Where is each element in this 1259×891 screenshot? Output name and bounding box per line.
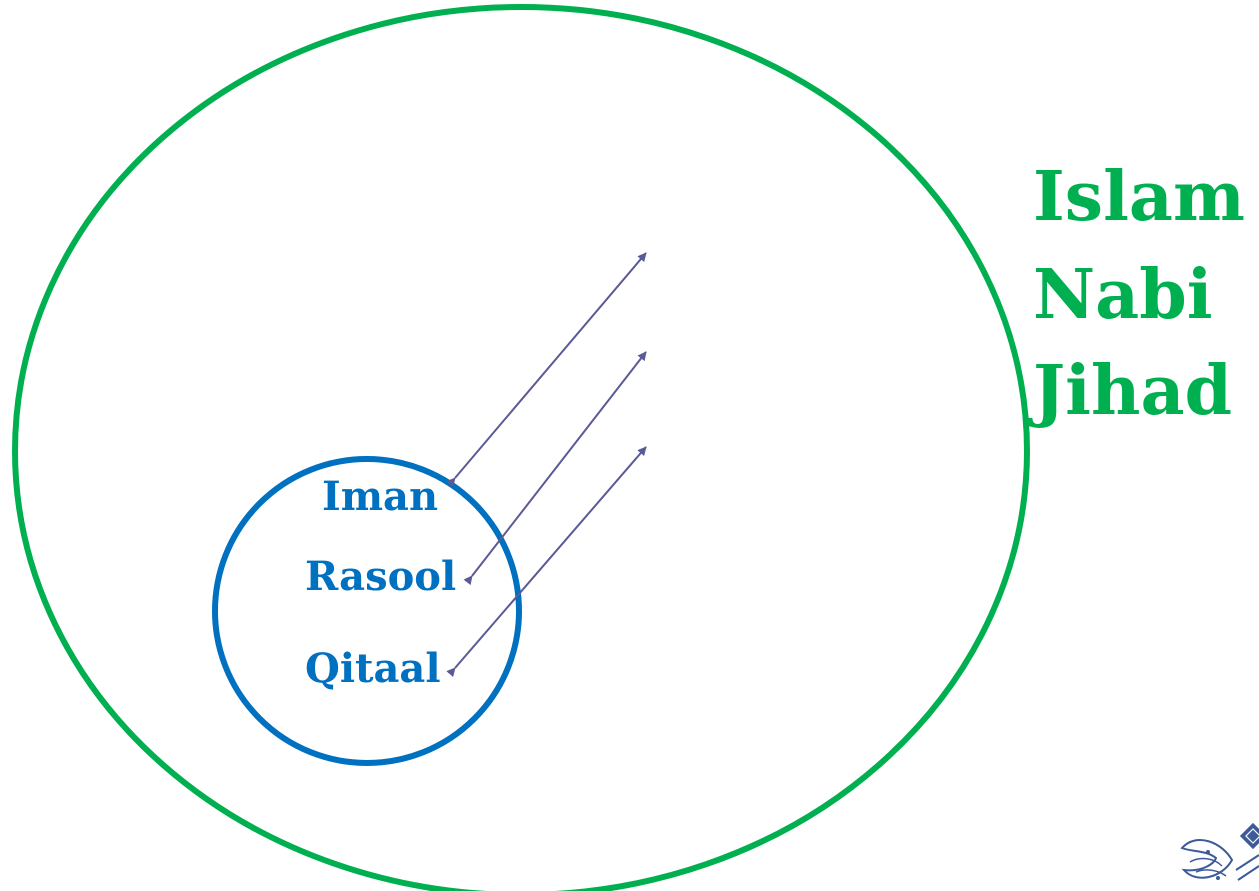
calligraphy-logo-icon (1180, 820, 1259, 881)
inner-label-iman: Iman (322, 473, 438, 520)
arrow-iman-islam (446, 252, 647, 488)
arrow-qitaal-jihad (446, 446, 647, 678)
outer-ellipse (12, 4, 1030, 891)
outer-label-nabi: Nabi (1033, 255, 1213, 335)
outer-label-islam: Islam (1033, 157, 1245, 237)
arrow-rasool-nabi (463, 351, 647, 586)
inner-label-qitaal: Qitaal (305, 645, 441, 692)
inner-label-rasool: Rasool (305, 553, 456, 600)
outer-label-jihad: Jihad (1028, 351, 1232, 431)
